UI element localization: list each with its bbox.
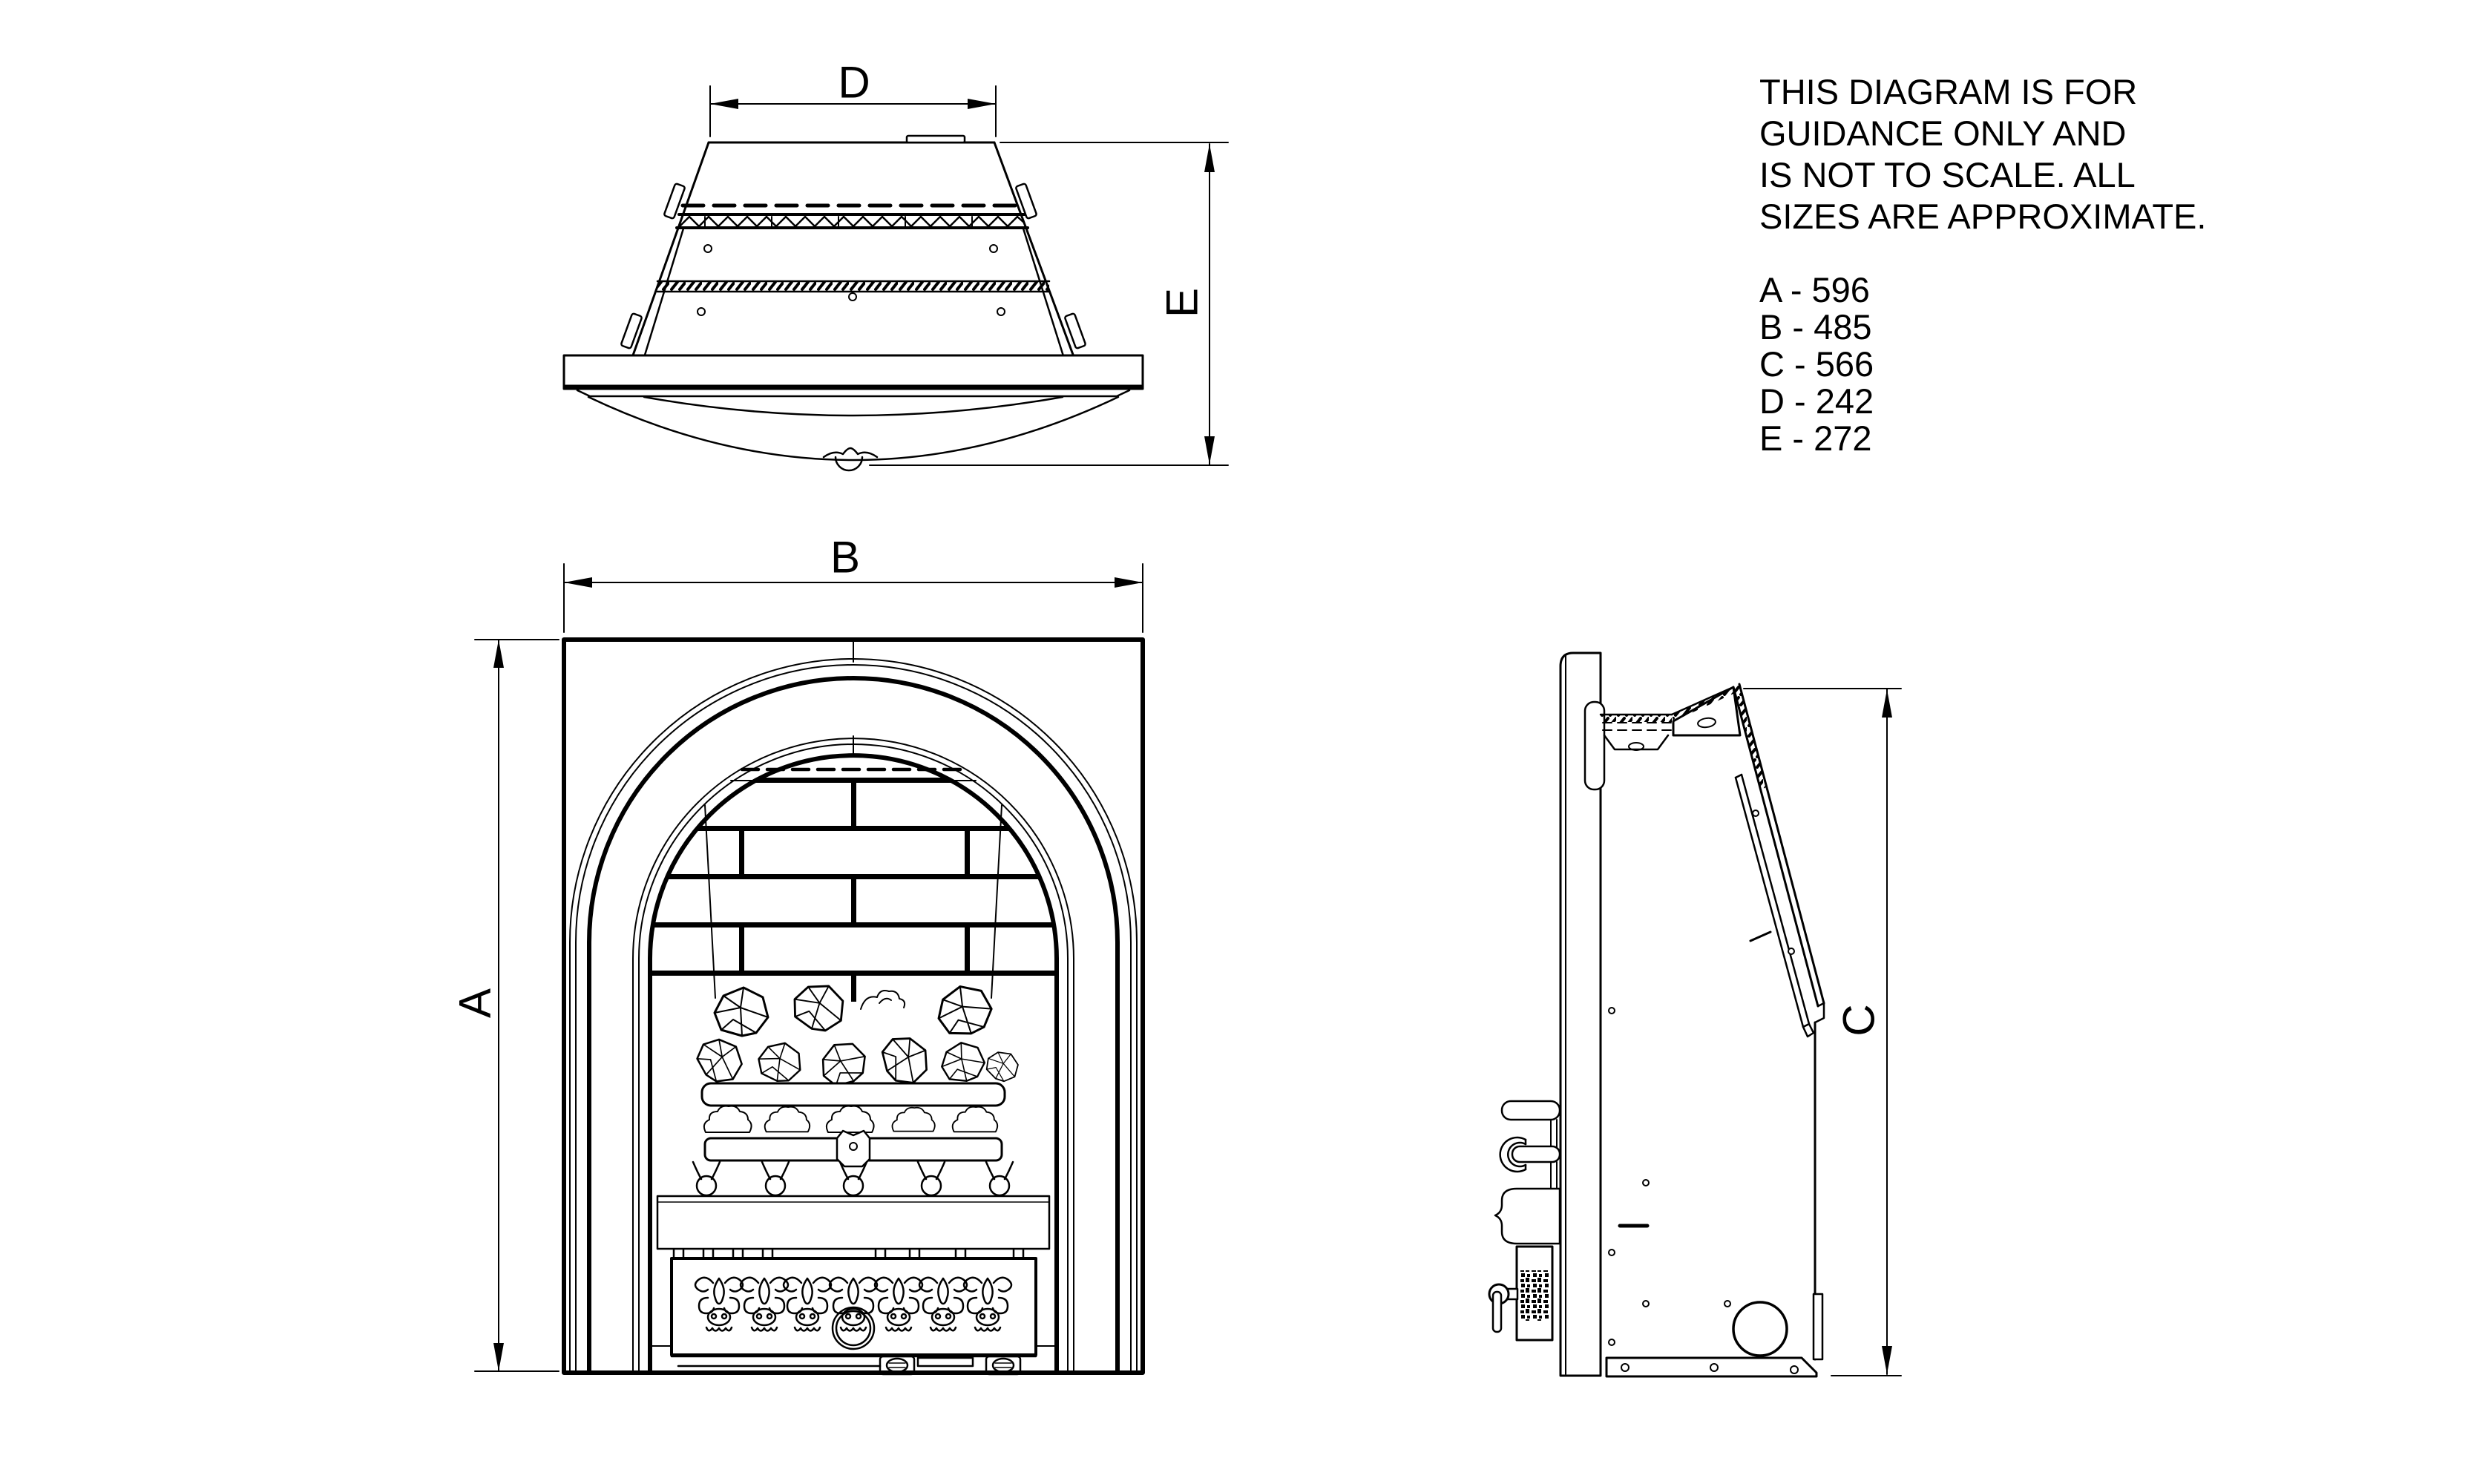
dim-label-e: E bbox=[1157, 287, 1207, 318]
arrowhead bbox=[710, 99, 738, 109]
fascia-clip bbox=[1583, 700, 1606, 791]
front-plate-band bbox=[656, 1195, 1051, 1250]
fascia-panel bbox=[1559, 651, 1602, 1377]
size-item-b: B - 485 bbox=[1759, 307, 1872, 347]
hood-right-side bbox=[993, 141, 1086, 388]
gas-pipes bbox=[1488, 1100, 1561, 1342]
front-base-detail bbox=[651, 1345, 1056, 1376]
hood-base-lip bbox=[576, 389, 1131, 398]
size-item-c: C - 566 bbox=[1759, 344, 1874, 384]
fireplace-side-view bbox=[1488, 651, 1825, 1378]
back-tab bbox=[1812, 1293, 1824, 1361]
gusset-plate bbox=[1670, 686, 1742, 737]
note-line: IS NOT TO SCALE. ALL bbox=[1759, 155, 2136, 194]
arrowhead bbox=[493, 640, 504, 668]
inner-arch bbox=[632, 735, 1074, 1375]
arrowhead bbox=[1115, 577, 1143, 588]
fret-panel bbox=[670, 1257, 1037, 1356]
hood-skirt-outer-arc bbox=[587, 395, 1120, 462]
hood-hatched-band bbox=[657, 281, 1049, 292]
front-frame bbox=[562, 637, 1145, 1375]
pipe-middle bbox=[1511, 1145, 1561, 1163]
hood-rivets bbox=[697, 244, 1005, 316]
dim-label-b: B bbox=[830, 532, 861, 582]
hood-top-tab bbox=[905, 134, 966, 144]
top-bracket bbox=[1599, 713, 1673, 751]
bar-center-ornament bbox=[836, 1129, 871, 1168]
hood-zigzag-band bbox=[678, 215, 1025, 228]
hood-finial bbox=[822, 447, 879, 472]
size-item-a: A - 596 bbox=[1759, 270, 1870, 309]
dimension-D bbox=[709, 85, 997, 137]
dimension-A bbox=[474, 639, 559, 1372]
note-line: GUIDANCE ONLY AND bbox=[1759, 114, 2127, 153]
firebox-bricks bbox=[650, 776, 1057, 1002]
dim-label-c: C bbox=[1834, 1004, 1884, 1037]
side-body bbox=[1605, 930, 1824, 1378]
arrowhead bbox=[1882, 1346, 1892, 1374]
guidance-note: THIS DIAGRAM IS FOR GUIDANCE ONLY AND IS… bbox=[1759, 71, 2206, 237]
pipe-lower bbox=[1494, 1187, 1561, 1245]
arrowhead bbox=[1204, 144, 1215, 172]
flame-detail bbox=[860, 990, 906, 1010]
pipe-upper bbox=[1500, 1100, 1561, 1121]
body-rivets bbox=[1608, 1007, 1731, 1346]
size-list: A - 596 B - 485 C - 566 D - 242 E - 272 bbox=[1759, 272, 1874, 457]
bolt-right bbox=[991, 1357, 1015, 1373]
outer-arch bbox=[569, 640, 1138, 1375]
hood-base-plate bbox=[562, 354, 1144, 390]
bolt-left bbox=[885, 1357, 909, 1373]
size-item-e: E - 272 bbox=[1759, 418, 1872, 458]
comb-ticks bbox=[672, 1248, 1025, 1258]
fret-ring bbox=[835, 1310, 872, 1347]
arrowhead bbox=[493, 1343, 504, 1371]
arrowhead bbox=[564, 577, 592, 588]
sloped-top bbox=[1732, 683, 1825, 1038]
canopy-front-view bbox=[562, 134, 1144, 472]
arrowhead bbox=[968, 99, 996, 109]
arrowhead bbox=[1882, 689, 1892, 718]
coal-bed bbox=[689, 975, 1025, 1094]
gas-tap bbox=[1488, 1283, 1519, 1333]
hood-side-clips bbox=[620, 183, 1086, 349]
note-line: THIS DIAGRAM IS FOR bbox=[1759, 72, 2138, 111]
ash-detail bbox=[703, 1105, 999, 1133]
hood-skirt-inner-arc bbox=[643, 395, 1064, 417]
grate-front-bar bbox=[700, 1082, 1006, 1107]
dimension-C bbox=[1743, 688, 1902, 1376]
fireplace-front-view bbox=[562, 637, 1145, 1376]
size-item-d: D - 242 bbox=[1759, 381, 1874, 421]
arrowhead bbox=[1204, 436, 1215, 464]
hood-left-side bbox=[620, 141, 710, 388]
dimension-B bbox=[563, 563, 1143, 633]
dim-label-d: D bbox=[838, 57, 870, 108]
pipe-clamp bbox=[1499, 1136, 1527, 1173]
note-line: SIZES ARE APPROXIMATE. bbox=[1759, 197, 2207, 236]
dimension-E bbox=[869, 142, 1229, 466]
flue-outlet-hole bbox=[1732, 1301, 1788, 1357]
dim-label-a: A bbox=[450, 988, 500, 1019]
